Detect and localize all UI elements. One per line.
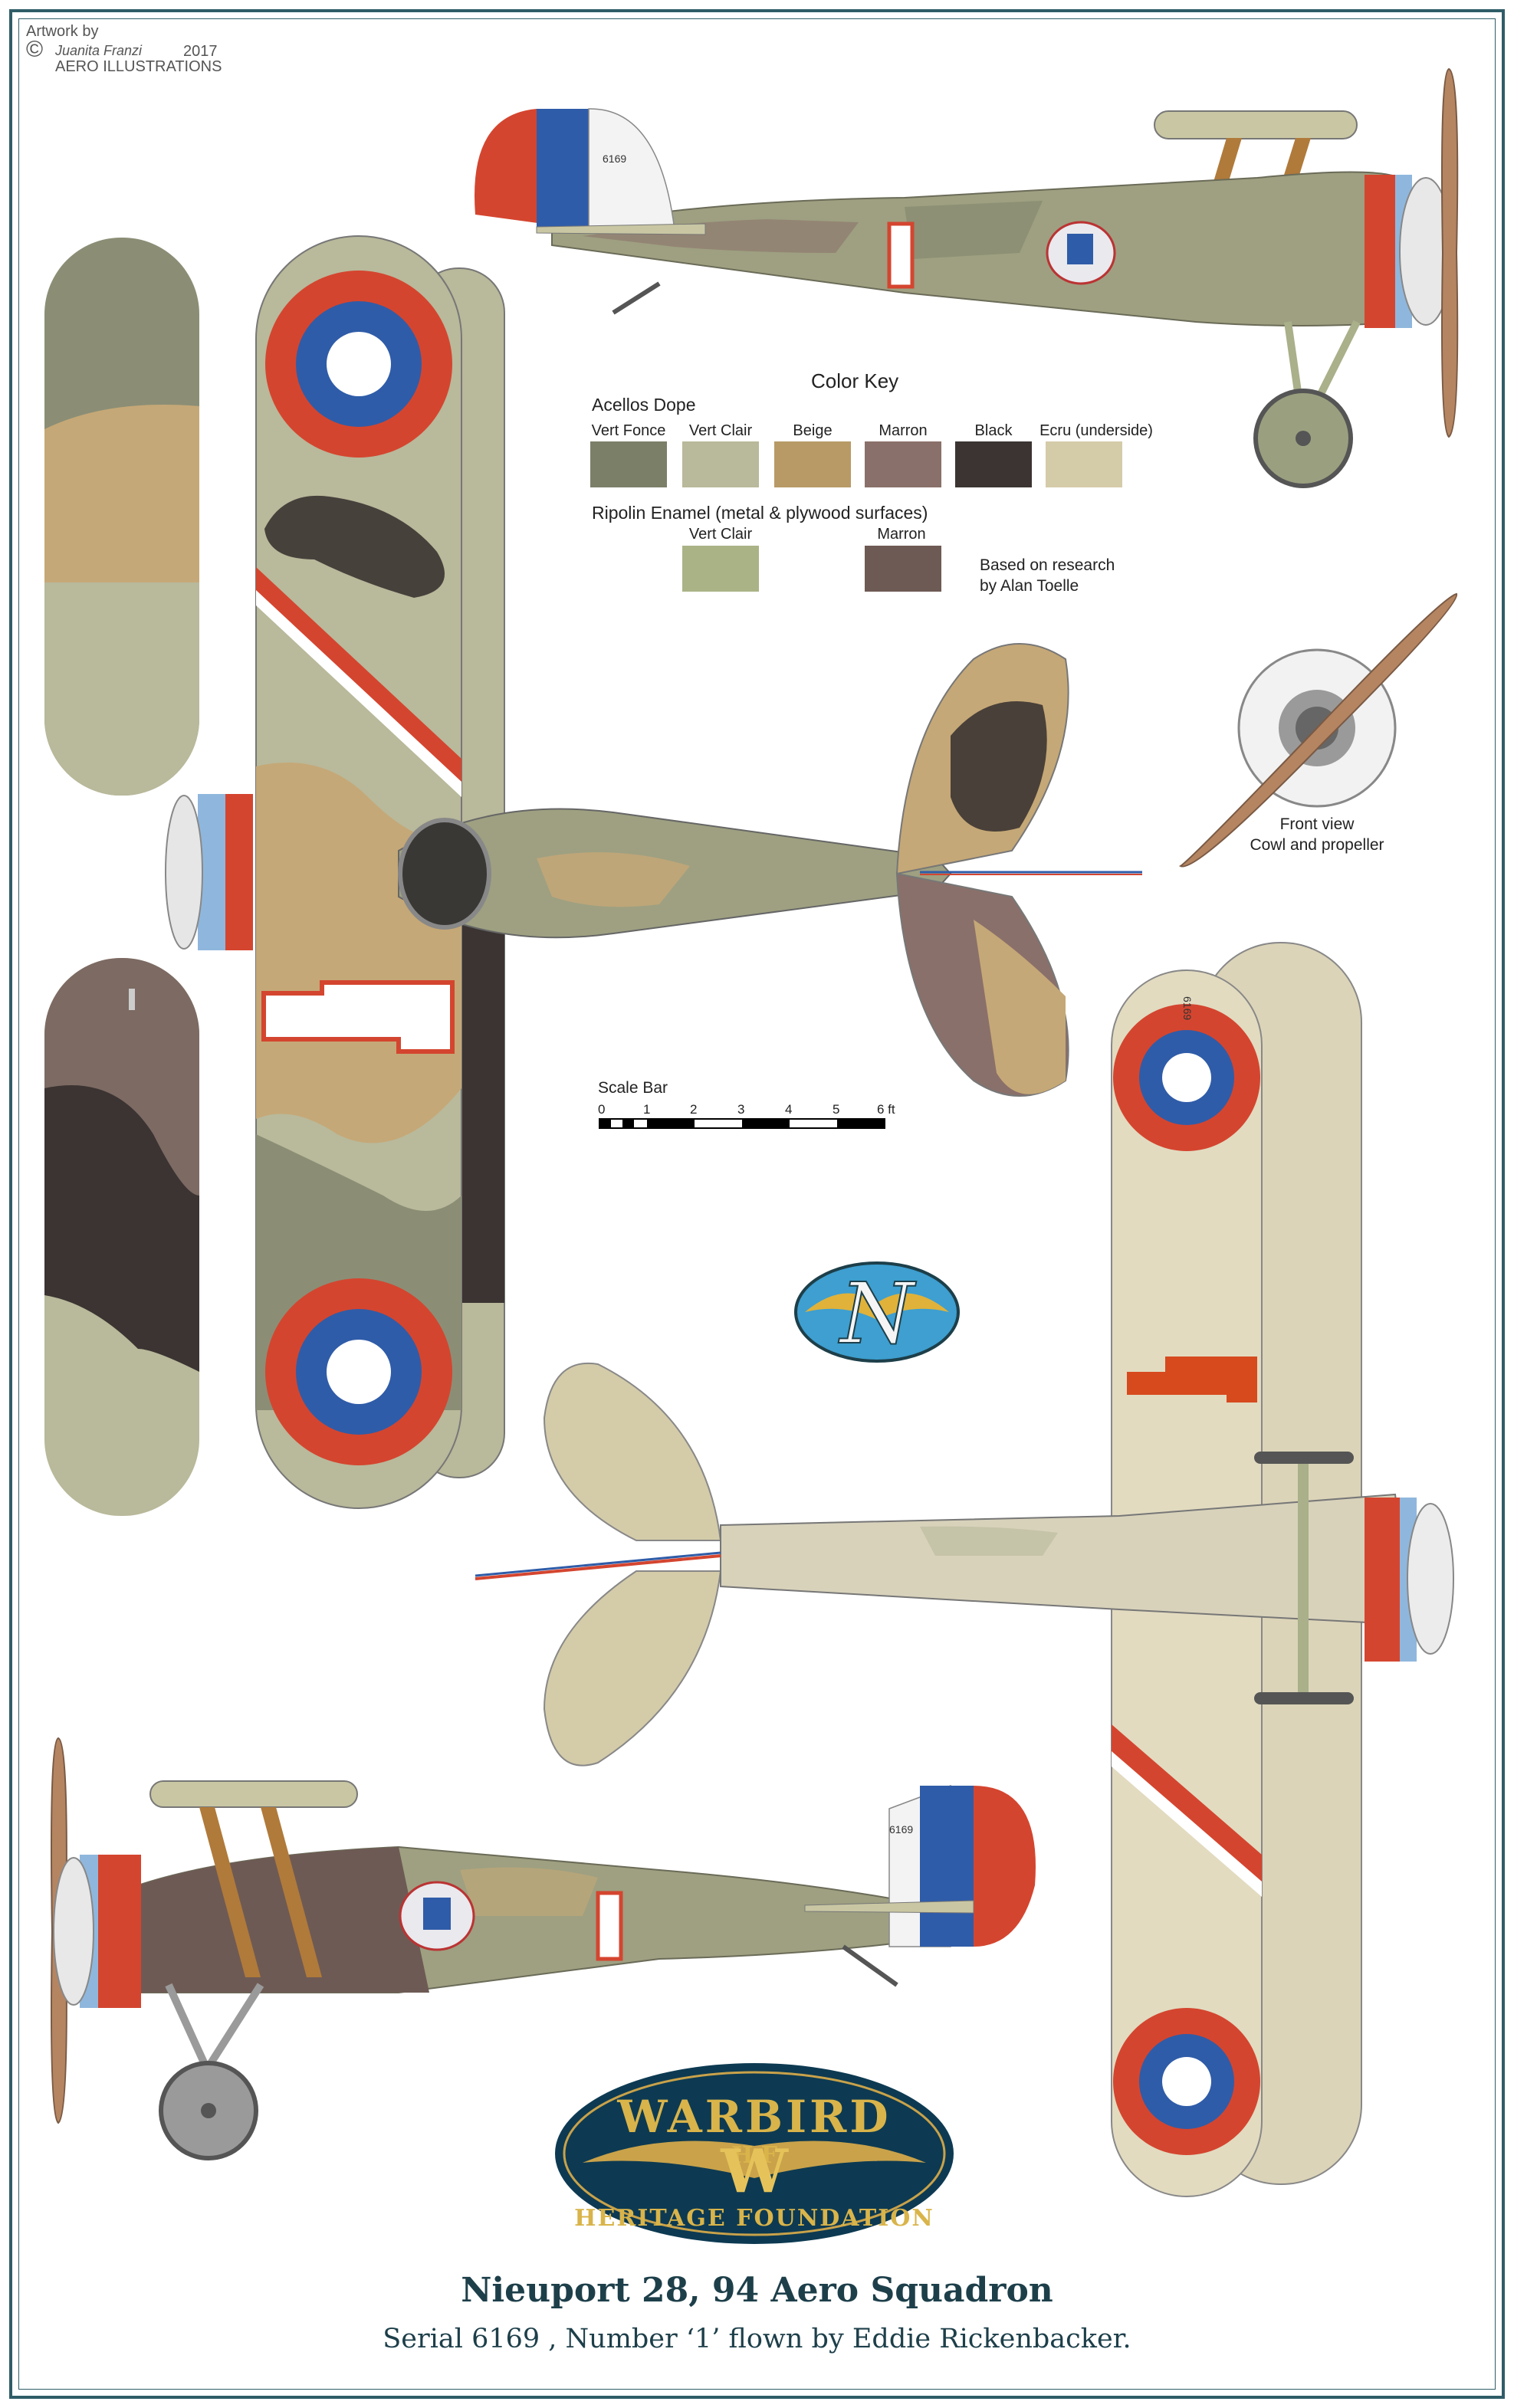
swatch-vert-fonce	[590, 441, 667, 487]
swatch-marron	[865, 441, 941, 487]
swatch-enamel-marron	[865, 546, 941, 592]
enamel-heading: Ripolin Enamel (metal & plywood surfaces…	[592, 503, 928, 523]
swatch-label: Ecru (underside)	[1039, 422, 1153, 439]
swatch-enamel-vert-clair	[682, 546, 759, 592]
credit-line: Artwork by	[26, 23, 99, 40]
scale-tick: 3	[737, 1102, 745, 1117]
front-view-cowl-propeller	[1179, 592, 1458, 868]
side-profile-upper: 6169	[475, 67, 1459, 488]
warbird-heritage-logo: WARBIRD H F W HERITAGE FOUNDATION	[555, 2063, 954, 2244]
copyright-icon: ©	[26, 37, 44, 62]
credit-artist: Juanita Franzi	[55, 43, 143, 58]
scale-tick: 2	[690, 1102, 698, 1117]
inner-frame	[18, 18, 1496, 2390]
logo-letter: W	[720, 2137, 789, 2206]
scale-bar-label: Scale Bar	[598, 1079, 668, 1097]
plan-view-underside: 6169	[475, 942, 1454, 2197]
plan-view-upper-surface	[165, 235, 1142, 1509]
wing-detail-strip-upper	[44, 238, 199, 796]
logo-top-text: WARBIRD	[616, 2091, 891, 2143]
swatch-label: Vert Fonce	[591, 422, 666, 439]
swatch-label: Vert Clair	[688, 422, 753, 439]
swatch-label: Marron	[879, 422, 928, 439]
research-note-line2: by Alan Toelle	[980, 577, 1079, 595]
nieuport-badge-letter: N	[838, 1265, 917, 1363]
swatch-black	[955, 441, 1032, 487]
front-view-caption-line2: Cowl and propeller	[1250, 836, 1384, 854]
nieuport-badge: N	[794, 1261, 960, 1363]
upper-serial-marking: 6169	[603, 153, 626, 165]
scale-tick: 4	[785, 1102, 793, 1117]
front-view-caption-line1: Front view	[1279, 815, 1355, 833]
credit-names: Juanita Franzi AERO ILLUSTRATIONS	[55, 43, 255, 75]
artwork-credit: Artwork by © Juanita Franzi AERO ILLUSTR…	[26, 23, 222, 75]
scale-tick: 6 ft	[877, 1102, 895, 1117]
swatch-label: Marron	[877, 526, 926, 543]
front-view-caption: Front view Cowl and propeller	[1240, 814, 1394, 855]
logo-bottom-text: HERITAGE FOUNDATION	[574, 2205, 934, 2232]
scale-tick: 5	[833, 1102, 840, 1117]
swatch-label: Vert Clair	[688, 526, 753, 543]
swatch-vert-clair	[682, 441, 759, 487]
lower-serial-marking: 6169	[889, 1823, 913, 1836]
wing-detail-strip-lower	[44, 958, 199, 1516]
scale-bar-graphic	[599, 1118, 885, 1129]
logo-initials: H F	[731, 2142, 777, 2169]
swatch-label: Black	[974, 422, 1013, 439]
side-profile-lower: 6169	[51, 1737, 1036, 2160]
dope-heading: Acellos Dope	[592, 395, 696, 415]
color-key-title: Color Key	[811, 369, 899, 392]
credit-studio: AERO ILLUSTRATIONS	[55, 58, 222, 75]
scale-tick: 0	[598, 1102, 606, 1117]
research-note-line1: Based on research	[980, 556, 1115, 574]
swatch-ecru	[1046, 441, 1122, 487]
swatch-beige	[774, 441, 851, 487]
swatch-label: Beige	[793, 422, 833, 439]
underside-serial-marking: 6169	[1181, 996, 1194, 1020]
outer-frame	[9, 9, 1505, 2399]
credit-year: 2017	[183, 43, 218, 60]
research-note: Based on research by Alan Toelle	[980, 555, 1115, 596]
scale-tick: 1	[643, 1102, 651, 1117]
page-title: Nieuport 28, 94 Aero Squadron	[461, 2271, 1053, 2310]
page-subtitle: Serial 6169 , Number ‘1’ flown by Eddie …	[383, 2324, 1131, 2354]
